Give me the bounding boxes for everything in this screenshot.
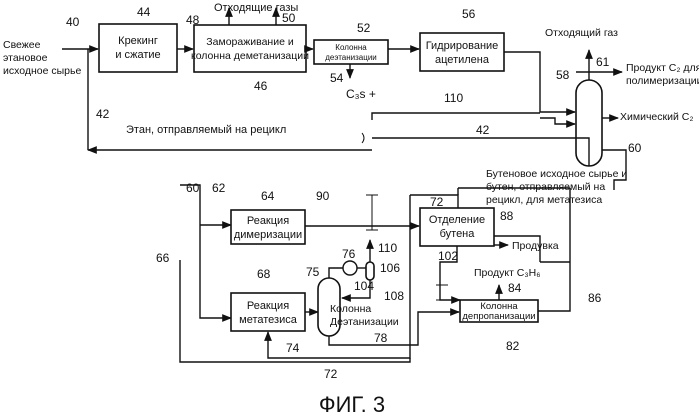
cracking-line1: Крекинг [118,35,158,47]
ref-75: 75 [306,265,320,279]
recycle-line-110 [372,113,540,120]
c3s-label: C₃s + [346,87,376,101]
ref-104: 104 [354,279,374,293]
cracking-box [99,24,177,72]
metathesis-line2: метатезиса [239,314,298,326]
ref-74: 74 [286,341,300,355]
line-66-to-metathesis [180,185,231,318]
product-c2-line2: полимеризации [626,75,699,87]
freezing-line2: колонна деметанизации [191,50,309,62]
ref-58: 58 [556,68,570,82]
ref-56: 56 [462,7,476,21]
fresh-feed-line3: исходное сырье [3,65,81,77]
ethane-recycle-label: Этан, отправляемый на рецикл [126,124,286,136]
deethanizer-line2: деэтанизации [325,53,377,62]
ref-44: 44 [137,5,151,19]
butene-feed-line2: бутен, отправляемый на [486,181,605,193]
ref-88: 88 [500,209,514,223]
ref-82: 82 [506,339,520,353]
ref-60-left: 60 [186,181,200,195]
deethanizer-line1: Колонна [335,43,367,52]
ref-76: 76 [342,247,356,261]
dimerization-line1: Реакция [247,215,289,227]
ref-42-mid: 42 [476,123,490,137]
ref-66: 66 [156,251,170,265]
figure-caption: ФИГ. 3 [319,392,385,417]
ref-72-top: 72 [430,195,444,209]
hydrogenation-line2: ацетилена [435,54,490,66]
break-mark-1 [362,133,364,143]
crossover-ticks-2 [436,285,448,300]
purge-label: Продувка [512,240,559,252]
ref-62: 62 [212,181,226,195]
deethanizer-col-line1: Колонна [330,303,371,315]
ref-42-top: 42 [96,107,110,121]
ref-64: 64 [261,189,275,203]
ref-110-bottom: 110 [378,241,397,255]
freezing-line1: Замораживание и [206,36,294,48]
metathesis-line1: Реакция [247,300,289,312]
ref-90: 90 [316,189,330,203]
depropanizer-line2: депропанизации [462,311,535,322]
ref-106: 106 [380,261,400,275]
cracking-line2: и сжатие [115,49,160,61]
bottoms-line-42 [372,138,589,166]
ref-54: 54 [330,71,344,85]
line-110-connect [540,118,575,124]
ref-46: 46 [254,79,268,93]
hydrogenation-line1: Гидрирование [426,40,499,52]
butene-sep-line1: Отделение [429,214,485,226]
ref-68: 68 [257,267,271,281]
ref-72-bottom: 72 [324,367,338,381]
dimerization-line2: димеризации [234,229,302,241]
chemical-c2-label: Химический C₂ [620,111,693,123]
butene-sep-line2: бутена [440,228,476,240]
product-c3-label: Продукт C₃H₆ [474,267,541,279]
ref-60-right: 60 [628,141,642,155]
freezing-demethanizer-box [194,25,306,72]
ref-40: 40 [66,15,80,29]
reflux-drum-106 [366,262,374,280]
ref-110-top: 110 [444,91,463,105]
butene-feed-line3: рецикл, для метатезиса [486,194,602,206]
deethanizer-col-line2: Деэтанизации [330,316,399,328]
ref-78: 78 [374,331,388,345]
ref-48: 48 [186,13,200,27]
fresh-feed-line1: Свежее [3,39,41,51]
overhead-line [329,268,343,278]
ref-86: 86 [588,291,602,305]
fresh-feed-line2: этановое [3,52,48,64]
hydrogenation-to-splitter [504,52,575,112]
product-c2-line1: Продукт C₂ для [626,62,699,74]
ref-61: 61 [596,55,610,69]
offgas-label: Отходящий газ [545,27,618,39]
condenser-104 [343,261,357,275]
ref-50: 50 [282,11,296,25]
ref-84: 84 [508,281,522,295]
butene-feed-line1: Бутеновое исходное сырье и [486,168,627,180]
ref-108: 108 [384,289,404,303]
ref-52: 52 [357,21,371,35]
ref-102: 102 [438,249,458,263]
